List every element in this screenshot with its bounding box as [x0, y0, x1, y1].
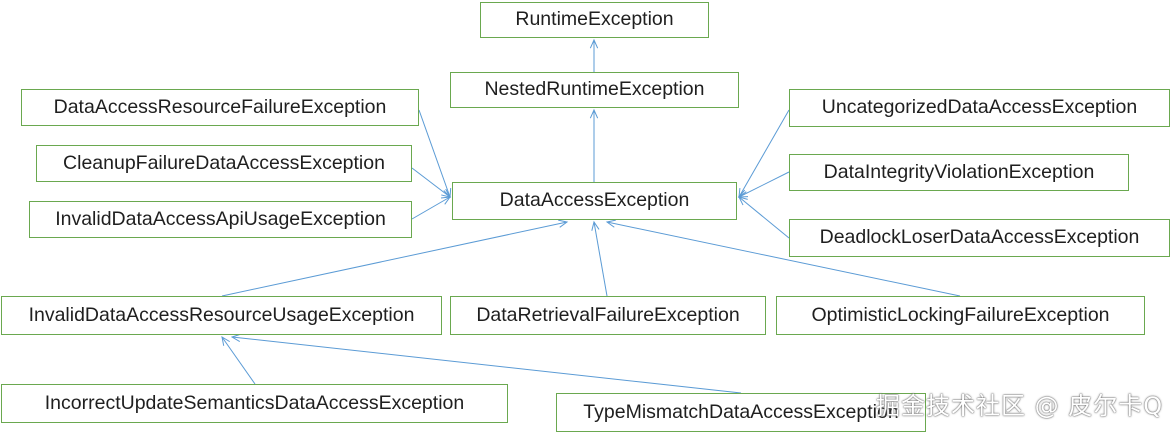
node-uncategorized-exception: UncategorizedDataAccessException — [789, 89, 1170, 127]
arrow-deadlock-loser-to-data-access — [738, 196, 790, 239]
arrow-incorrect-update-to-invalid-resource-usage — [221, 336, 256, 385]
watermark-text: 掘金技术社区 @ 皮尔卡Q — [876, 392, 1164, 420]
node-cleanup-failure-exception: CleanupFailureDataAccessException — [36, 145, 412, 182]
node-runtime-exception: RuntimeException — [480, 2, 709, 38]
node-incorrect-update-exception: IncorrectUpdateSemanticsDataAccessExcept… — [1, 384, 508, 423]
arrowhead-invalid-resource-usage — [230, 333, 241, 342]
arrow-retrieval-failure-to-data-access — [593, 221, 608, 297]
arrow-uncategorized-to-data-access — [738, 109, 790, 198]
arrowhead-invalid-resource-usage — [221, 335, 230, 346]
node-deadlock-loser-exception: DeadlockLoserDataAccessException — [789, 219, 1170, 257]
node-invalid-resource-usage-exception: InvalidDataAccessResourceUsageException — [1, 296, 442, 335]
arrow-optimistic-locking-to-data-access — [606, 221, 961, 297]
arrowhead-runtime — [589, 38, 599, 49]
arrowhead-data-access — [558, 219, 569, 228]
node-nested-runtime-exception: NestedRuntimeException — [450, 72, 739, 108]
arrow-resource-failure-to-data-access — [418, 109, 451, 198]
arrowhead-data-access — [591, 220, 600, 231]
arrow-invalid-resource-usage-to-data-access — [221, 221, 568, 297]
node-retrieval-failure-exception: DataRetrievalFailureException — [450, 296, 766, 335]
arrow-integrity-violation-to-data-access — [738, 171, 790, 198]
node-data-access-exception: DataAccessException — [452, 182, 737, 220]
arrow-invalid-api-usage-to-data-access — [411, 196, 451, 220]
node-optimistic-locking-exception: OptimisticLockingFailureException — [776, 296, 1145, 335]
arrowhead-data-access — [440, 196, 452, 205]
node-type-mismatch-exception: TypeMismatchDataAccessException — [556, 393, 926, 432]
arrowhead-data-access — [738, 196, 748, 206]
node-integrity-violation-exception: DataIntegrityViolationException — [789, 154, 1129, 191]
arrow-cleanup-failure-to-data-access — [411, 167, 451, 198]
node-invalid-api-usage-exception: InvalidDataAccessApiUsageException — [29, 201, 412, 238]
node-resource-failure-exception: DataAccessResourceFailureException — [21, 89, 419, 126]
arrowhead-nested-runtime — [589, 108, 599, 119]
arrow-type-mismatch-to-invalid-resource-usage — [231, 336, 742, 394]
arrowhead-data-access — [605, 219, 616, 228]
